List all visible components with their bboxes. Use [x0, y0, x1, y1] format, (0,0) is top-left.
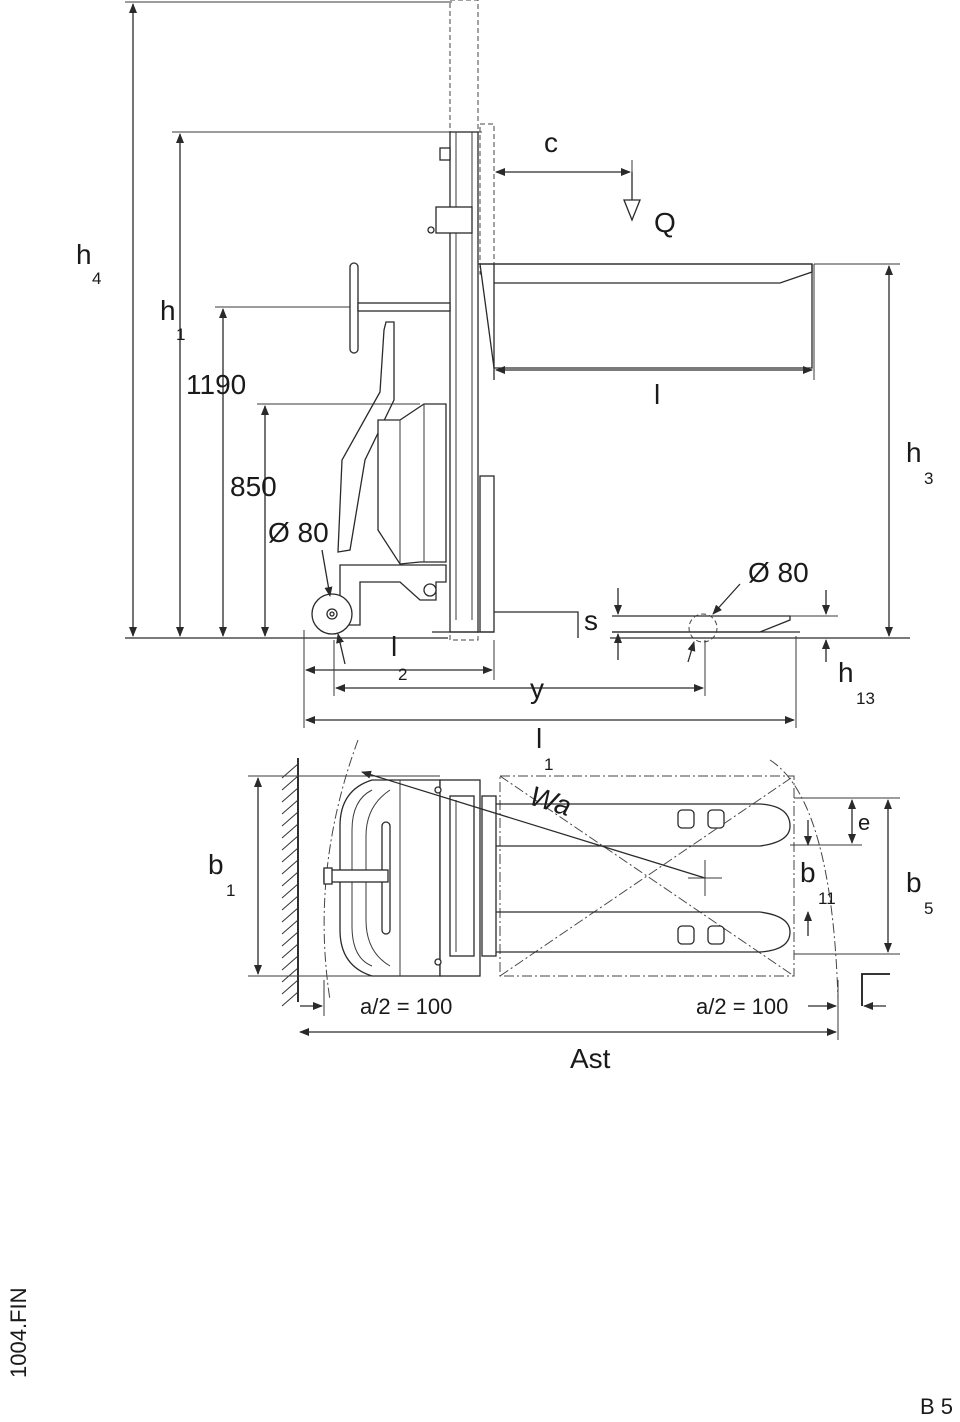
- label-h3-sub: 3: [924, 469, 933, 488]
- wall-hatch-line: [281, 811, 299, 827]
- fork-2-hole1: [677, 925, 695, 945]
- mast-bolt-top: [439, 147, 451, 161]
- label-h1: h: [160, 295, 176, 326]
- label-e: e: [858, 810, 870, 835]
- top-view: [248, 739, 900, 1040]
- wall-hatch-line: [281, 799, 299, 815]
- label-h13: h: [838, 657, 854, 688]
- pallet-diag1: [499, 775, 795, 977]
- wall-hatch-line: [281, 931, 299, 947]
- wall-hatch-line: [281, 847, 299, 863]
- load-wheel: [688, 613, 718, 643]
- mast-bolt: [427, 226, 435, 234]
- pallet: [499, 775, 795, 977]
- wall-hatch-line: [281, 895, 299, 911]
- tiller-arm: [337, 321, 395, 553]
- fork-bottom-blade: [494, 611, 579, 638]
- fork-2-hole2: [707, 925, 725, 945]
- wall-hatch-line: [281, 775, 299, 791]
- corner-mark: [861, 973, 890, 1006]
- dia-right-leader2: [687, 641, 696, 663]
- label-a2-right: a/2 = 100: [696, 994, 788, 1019]
- label-dia-right: Ø 80: [748, 557, 809, 588]
- label-side-code: 1004.FIN: [6, 1288, 31, 1379]
- fork-1-hole1: [677, 809, 695, 829]
- dia-left-leader2: [336, 633, 346, 665]
- drive-wheel-hub: [423, 583, 437, 597]
- fork-side: [479, 263, 813, 369]
- turning-arc-right: [769, 759, 839, 1001]
- labels: h 4 h 1 1190 850 Ø 80 l 2 c Q l h 3 Ø 80…: [6, 127, 953, 1419]
- mast-top-bolt2: [434, 958, 442, 966]
- label-c: c: [544, 127, 558, 158]
- label-a2-left: a/2 = 100: [360, 994, 452, 1019]
- wall-hatch-line: [281, 967, 299, 983]
- label-850: 850: [230, 471, 277, 502]
- wall-hatch-line: [281, 883, 299, 899]
- label-l2: l: [391, 631, 397, 662]
- label-1190: 1190: [186, 369, 246, 400]
- wall-hatch-line: [281, 955, 299, 971]
- wall-hatch-line: [281, 943, 299, 959]
- label-l2-sub: 2: [398, 665, 407, 684]
- handle-grip: [349, 262, 359, 354]
- tiller-top-handle: [323, 869, 389, 883]
- label-b5: b: [906, 867, 922, 898]
- wall-hatch-line: [281, 919, 299, 935]
- fork-blade-side: [478, 263, 813, 284]
- extended-carriage: [479, 123, 495, 275]
- label-h13-sub: 13: [856, 689, 875, 708]
- fork-1-hole2: [707, 809, 725, 829]
- wall-hatch-line: [281, 991, 299, 1007]
- carriage-top: [481, 795, 497, 957]
- wall-hatch-line: [281, 979, 299, 995]
- mast-top-inner: [449, 795, 475, 957]
- label-b11-sub: 11: [818, 889, 836, 908]
- label-h4: h: [76, 239, 92, 270]
- label-h1-sub: 1: [176, 325, 185, 344]
- label-page-code: B 5: [920, 1394, 953, 1419]
- label-h4-sub: 4: [92, 269, 101, 288]
- label-wa: Wa: [526, 780, 575, 822]
- fork-top-2: [496, 911, 791, 953]
- fork-top-1: [496, 803, 791, 847]
- label-b5-sub: 5: [924, 899, 933, 918]
- fork-tip: [612, 615, 791, 633]
- side-view: [125, 0, 910, 728]
- wall-hatch-line: [281, 907, 299, 923]
- tiller-top-grip: [323, 867, 333, 885]
- handle-bar: [357, 302, 451, 312]
- wall-hatch-line: [281, 859, 299, 875]
- label-b1: b: [208, 849, 224, 880]
- wall-hatch-line: [281, 835, 299, 851]
- label-Q: Q: [654, 207, 676, 238]
- wall-hatch-line: [281, 871, 299, 887]
- pallet-diag2: [499, 775, 795, 977]
- label-l: l: [654, 379, 660, 410]
- dia-right-leader: [712, 583, 741, 615]
- wall-hatch-line: [281, 823, 299, 839]
- label-y: y: [530, 673, 544, 704]
- wall-hatch-line: [281, 787, 299, 803]
- dia-left-leader: [321, 549, 333, 597]
- wa-line: [361, 770, 706, 879]
- wall-hatching: [281, 763, 299, 1007]
- carriage: [479, 475, 495, 633]
- label-s: s: [584, 605, 598, 636]
- mast-top-bolt1: [434, 786, 442, 794]
- mast-bracket: [435, 206, 473, 234]
- label-h3: h: [906, 437, 922, 468]
- label-b11: b: [800, 857, 816, 888]
- label-dia-left: Ø 80: [268, 517, 329, 548]
- battery-box: [377, 403, 447, 565]
- label-l1-sub: 1: [544, 755, 553, 774]
- label-ast: Ast: [570, 1043, 611, 1074]
- caster-axle: [329, 611, 335, 617]
- label-l1: l: [536, 723, 542, 754]
- label-b1-sub: 1: [226, 881, 235, 900]
- q-arrow-head: [623, 199, 641, 222]
